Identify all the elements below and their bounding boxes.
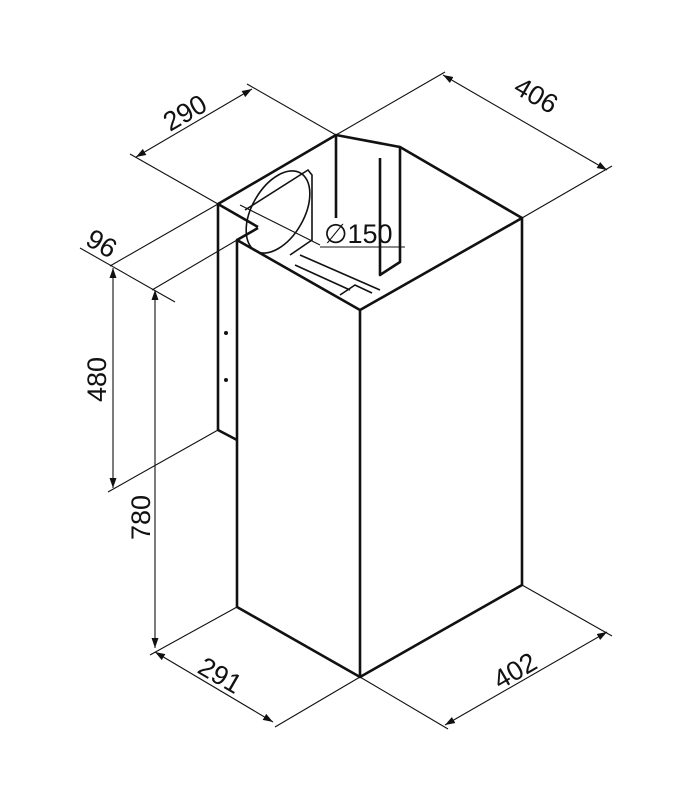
hood-body: [235, 216, 524, 679]
dim-780-label: 780: [126, 495, 156, 540]
dimension-lines: [79, 71, 613, 730]
dim-290-label: 290: [158, 89, 212, 138]
dim-402-label: 402: [488, 647, 542, 696]
duct-diameter-label: ∅150: [324, 219, 393, 249]
dim-480-label: 480: [82, 357, 112, 402]
dim-96-label: 96: [81, 223, 122, 264]
dim-291-label: 291: [193, 651, 247, 700]
upper-chimney: [216, 133, 523, 442]
dim-406-label: 406: [509, 71, 563, 120]
